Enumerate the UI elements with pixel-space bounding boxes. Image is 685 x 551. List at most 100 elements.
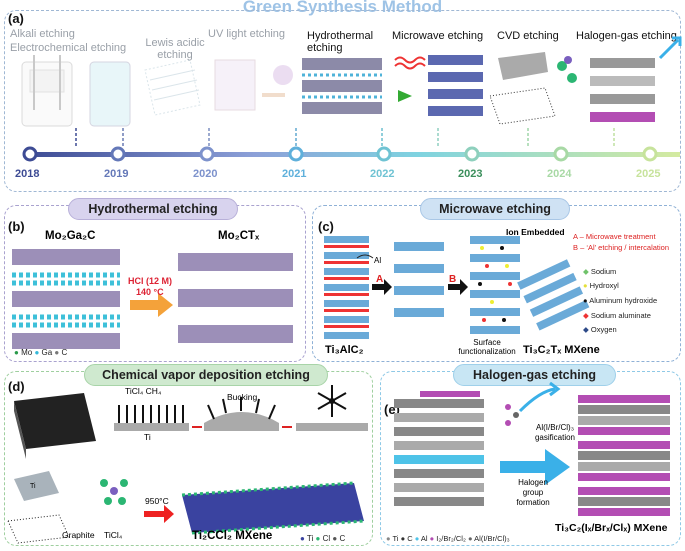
mo2ctx-label: Mo₂CTₓ bbox=[218, 230, 260, 242]
uv-lattice-icon bbox=[214, 59, 293, 111]
bucking-label: Bucking bbox=[227, 392, 258, 402]
arrow-a-icon bbox=[372, 279, 392, 295]
note-a: A – Microwave treatment bbox=[573, 232, 656, 241]
panel-d-label: (d) bbox=[8, 379, 25, 394]
legend-aluminum-hydroxide: ● Aluminum hydroxide bbox=[583, 296, 658, 305]
timeline-node-2023 bbox=[464, 146, 480, 162]
year-2021: 2021 bbox=[282, 168, 307, 180]
ticl4-label: TiCl₄ bbox=[104, 530, 123, 540]
hydrothermal-arrow-icon bbox=[130, 293, 173, 317]
panel-d-illustrations bbox=[7, 385, 368, 544]
legend-oxygen: ◆ Oxygen bbox=[583, 325, 617, 334]
ti3c2x-layers-right bbox=[578, 395, 670, 516]
mo2ga2c-label: Mo₂Ga₂C bbox=[45, 230, 96, 242]
graphite-sheet-icon bbox=[7, 514, 70, 544]
year-2025: 2025 bbox=[636, 168, 661, 180]
ti-substrate-label: Ti bbox=[144, 432, 151, 442]
lewis-lattice-icon bbox=[144, 59, 201, 116]
method-alkali: Alkali etching bbox=[10, 28, 75, 40]
timeline-node-2025 bbox=[642, 146, 658, 162]
method-halogen: Halogen-gas etching bbox=[576, 30, 677, 42]
reagents-label: TiCl₄ CH₄ bbox=[125, 386, 162, 396]
microwave-icon bbox=[394, 55, 483, 116]
ti2ccl2-label: Ti₂CCl₂ MXene bbox=[192, 530, 273, 542]
al-leaving-icon bbox=[356, 254, 374, 259]
alkali-beaker-icon bbox=[89, 61, 131, 127]
mo2ga2c-structure bbox=[12, 249, 120, 349]
timeline-node-2021 bbox=[288, 146, 304, 162]
method-electrochemical: Electrochemical etching bbox=[10, 42, 127, 54]
year-2018: 2018 bbox=[15, 168, 40, 180]
delaminated-structure bbox=[394, 242, 444, 317]
halogen-arrow-icon bbox=[500, 449, 570, 485]
ion-embedded-structure bbox=[470, 236, 520, 334]
note-b: B – ‘Al’ etching / intercalation bbox=[573, 243, 670, 252]
hcl-condition: HCl (12 M) bbox=[128, 276, 173, 286]
timeline-node-2018 bbox=[22, 146, 38, 162]
ti3alc2-structure bbox=[324, 236, 369, 339]
arrow-a-label: A bbox=[376, 274, 384, 285]
panel-c-structures bbox=[324, 236, 590, 339]
year-2020: 2020 bbox=[193, 168, 218, 180]
panel-e-legend: ● Ti ● C ● Al ● I₂/Br₂/Cl₂ ● Al(I/Br/Cl)… bbox=[386, 534, 510, 543]
cvd-arrow-icon bbox=[144, 505, 174, 523]
ion-embedded-label: Ion Embedded bbox=[506, 227, 565, 237]
ti-substrate-icon bbox=[114, 405, 189, 431]
timeline-node-2019 bbox=[110, 146, 126, 162]
arrow-b-label: B bbox=[449, 274, 457, 285]
ticl4-molecule-icon bbox=[100, 479, 128, 505]
rolled-tube-icon bbox=[296, 385, 368, 431]
panel-c-title: Microwave etching bbox=[420, 198, 570, 220]
tip-label: Ti bbox=[30, 483, 36, 490]
gasification-arrow-icon bbox=[518, 387, 556, 413]
panel-d-title: Chemical vapor deposition etching bbox=[84, 364, 328, 386]
arrow-b-icon bbox=[448, 279, 468, 295]
template-block-icon bbox=[14, 393, 96, 459]
main-title: Green Synthesis Method bbox=[242, 0, 443, 16]
legend-hydroxyl: ● Hydroxyl bbox=[583, 281, 619, 290]
molecule-icons bbox=[505, 404, 519, 426]
panel-c-label: (c) bbox=[318, 219, 334, 234]
al-label: Al bbox=[374, 256, 382, 265]
mo2ctx-structure bbox=[178, 253, 293, 343]
ti3c2x-label: Ti₃C₂(Iₓ/Brₓ/Clₓ) MXene bbox=[555, 522, 668, 534]
panel-b-legend: ● Mo ● Ga ● C bbox=[14, 348, 68, 357]
method-uv: UV light etching bbox=[208, 28, 286, 40]
panel-a-label: (a) bbox=[8, 11, 24, 26]
panel-d-legend: ● Ti ● Cl ● C bbox=[300, 534, 346, 543]
ti3c2tx-label: Ti₃C₂Tₓ MXene bbox=[523, 344, 600, 356]
timeline-node-2020 bbox=[199, 146, 215, 162]
cvd-icon bbox=[489, 52, 577, 125]
panel-e-illustrations bbox=[394, 381, 670, 516]
halogen-formation-label: Halogen group formation bbox=[516, 478, 550, 507]
legend-sodium-aluminate: ◆ Sodium aluminate bbox=[583, 311, 651, 320]
ti3alc2-label: Ti₃AlC₂ bbox=[325, 344, 364, 356]
legend-sodium: ◆ Sodium bbox=[583, 267, 617, 276]
gasification-label: Al(I/Br/Cl)₃ gasification bbox=[534, 423, 576, 442]
method-microwave: Microwave etching bbox=[392, 30, 484, 42]
year-2019: 2019 bbox=[104, 168, 129, 180]
graphite-label: Graphite bbox=[62, 530, 95, 540]
year-2024: 2024 bbox=[547, 168, 572, 180]
halogen-icon bbox=[590, 36, 682, 122]
ti2ccl2-structure bbox=[181, 481, 365, 535]
ti3c2tx-structure bbox=[517, 259, 590, 331]
electrochem-beaker-icon bbox=[21, 55, 73, 127]
ti-sheet-icon bbox=[14, 471, 59, 501]
year-2022: 2022 bbox=[370, 168, 395, 180]
panel-a-illustrations bbox=[21, 36, 682, 162]
panel-e-title: Halogen-gas etching bbox=[453, 364, 616, 386]
temp-label: 950°C bbox=[145, 496, 169, 506]
bucking-substrate-icon bbox=[204, 397, 279, 431]
surface-functionalization-label: Surface functionalization bbox=[458, 338, 516, 356]
timeline-bar bbox=[25, 152, 680, 157]
method-lewis: Lewis acidic etching bbox=[145, 37, 205, 61]
panel-b-title: Hydrothermal etching bbox=[68, 198, 238, 220]
temp-condition: 140 °C bbox=[136, 287, 164, 297]
year-2023: 2023 bbox=[458, 168, 483, 180]
panel-b-structures bbox=[12, 249, 293, 349]
ti3alc2-layers-left bbox=[394, 391, 484, 506]
panel-a bbox=[4, 10, 681, 192]
timeline-node-2022 bbox=[376, 146, 392, 162]
timeline-node-2024 bbox=[553, 146, 569, 162]
